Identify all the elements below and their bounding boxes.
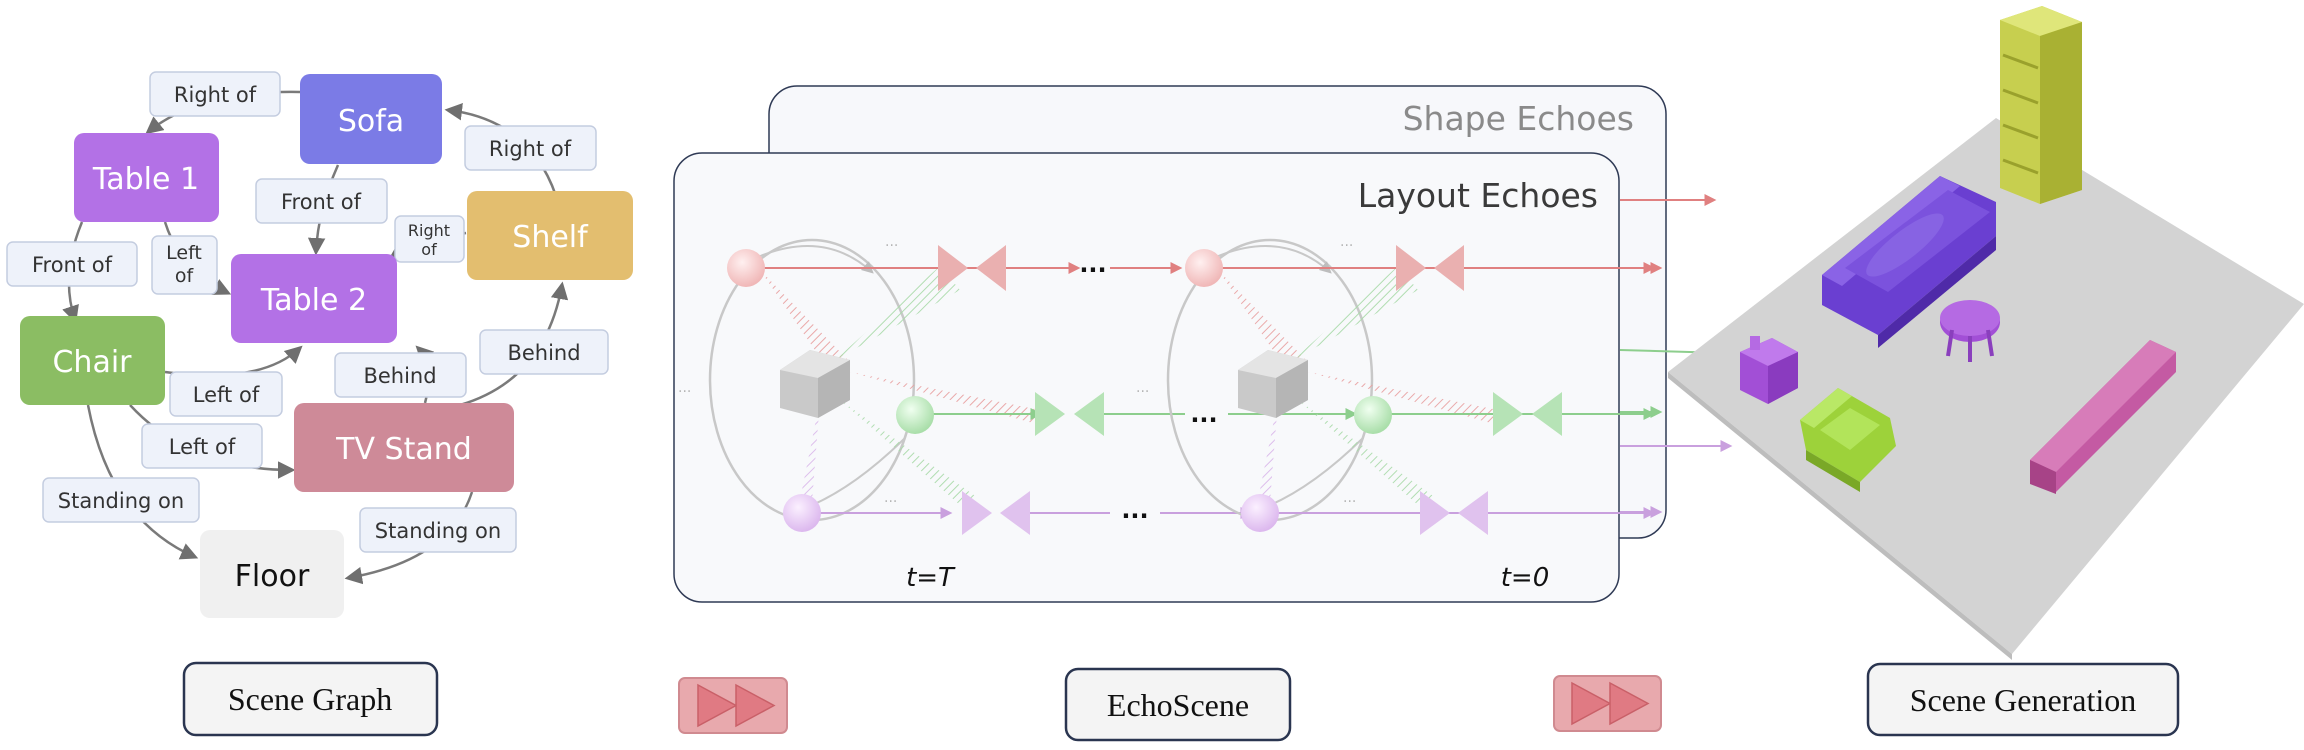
node-label: Table 2	[260, 283, 367, 318]
node-label: TV Stand	[335, 432, 472, 467]
sphere-icon	[727, 249, 765, 287]
floor-plane	[1668, 118, 2304, 654]
node-sofa: Sofa	[300, 74, 442, 164]
edge-label: Behind	[479, 329, 609, 375]
faint-ellipsis: ...	[884, 490, 897, 506]
ellipsis-label: ...	[1121, 496, 1148, 524]
cube-icon	[1238, 350, 1308, 418]
node-label: Table 1	[92, 162, 199, 197]
node-label: Shelf	[512, 220, 589, 255]
scene-graph-caption: Scene Graph	[182, 661, 439, 737]
edge-label-line: of	[421, 240, 437, 259]
node-label: Chair	[52, 345, 132, 380]
graph-nodes: Sofa Table 1 Shelf Table 2 Chair TV Stan…	[20, 74, 633, 618]
sphere-icon	[1241, 494, 1279, 532]
round-table-model	[1940, 300, 2000, 362]
faint-ellipsis: ...	[1343, 490, 1356, 506]
sphere-icon	[1185, 249, 1223, 287]
edge-label-text: Front of	[281, 190, 362, 214]
node-label: Sofa	[338, 104, 404, 139]
edge-label: Right of	[464, 125, 597, 171]
node-label: Floor	[235, 559, 310, 594]
echo-scene: Shape Echoes Layout Echoes	[673, 85, 1733, 742]
sofa-model	[1822, 176, 1996, 348]
node-tvstand: TV Stand	[294, 403, 514, 492]
edge-label-line: Right	[408, 221, 450, 240]
timestep-label: t=0	[1501, 563, 1550, 593]
shape-echoes-title: Shape Echoes	[1403, 99, 1634, 138]
layout-echoes-title: Layout Echoes	[1358, 176, 1598, 215]
faint-ellipsis: ...	[678, 380, 691, 396]
edge-label: Standing on	[359, 507, 517, 553]
node-table2: Table 2	[231, 254, 397, 343]
bookshelf-model	[2000, 6, 2082, 204]
scene-generation-caption: Scene Generation	[1866, 662, 2180, 737]
timestep-label: t=T	[906, 563, 956, 593]
layout-echoes-panel: Layout Echoes	[673, 152, 1620, 603]
node-table1: Table 1	[74, 133, 219, 222]
edge-label: Standing on	[42, 477, 200, 523]
armchair-model	[1800, 388, 1896, 492]
edge-label-text: Front of	[32, 253, 113, 277]
edge-label-text: Left of	[193, 383, 260, 407]
tv-stand-model	[2030, 340, 2176, 494]
edge-label: Left of	[141, 423, 263, 469]
edge-label-text: Behind	[363, 364, 436, 388]
edge-label-text: Right of	[489, 137, 572, 161]
edge-label-text: Right of	[174, 83, 257, 107]
edge-label: Behind	[334, 352, 467, 398]
diffusion-step-tT: ... ... ... t=T	[678, 234, 1104, 593]
fast-forward-icon	[1553, 675, 1662, 732]
caption-text: EchoScene	[1107, 687, 1249, 723]
echoscene-caption: EchoScene	[1064, 667, 1292, 742]
node-chair: Chair	[20, 316, 165, 405]
cube-icon	[780, 350, 850, 418]
faint-ellipsis: ...	[1340, 234, 1353, 250]
caption-text: Scene Graph	[228, 681, 392, 717]
sphere-icon	[1354, 396, 1392, 434]
faint-ellipsis: ...	[885, 234, 898, 250]
edge-label-text: Standing on	[375, 519, 501, 543]
diffusion-step-t0: ... ... ... t=0	[1136, 234, 1656, 593]
node-floor: Floor	[200, 530, 344, 618]
edge-label-text: Behind	[507, 341, 580, 365]
sphere-icon	[783, 494, 821, 532]
edge-label: Front of	[6, 241, 138, 287]
side-table-model	[1740, 336, 1798, 404]
edge-label-text: Left of	[169, 435, 236, 459]
faint-ellipsis: ...	[1136, 380, 1149, 396]
scene-generation: Scene Generation	[1668, 6, 2304, 737]
edge-label-line: Left	[166, 242, 202, 264]
edge-label-text: Standing on	[58, 489, 184, 513]
edge-label: Left of	[169, 371, 283, 417]
sphere-icon	[896, 396, 934, 434]
fast-forward-icon	[678, 677, 788, 734]
ellipsis-label: ...	[1190, 400, 1217, 428]
node-shelf: Shelf	[467, 191, 633, 280]
caption-text: Scene Generation	[1910, 682, 2137, 718]
edge-label: Front of	[255, 178, 388, 224]
edge-label: Right of	[149, 71, 281, 117]
edge-label-line: of	[175, 265, 195, 287]
ellipsis-label: ...	[1079, 250, 1106, 278]
